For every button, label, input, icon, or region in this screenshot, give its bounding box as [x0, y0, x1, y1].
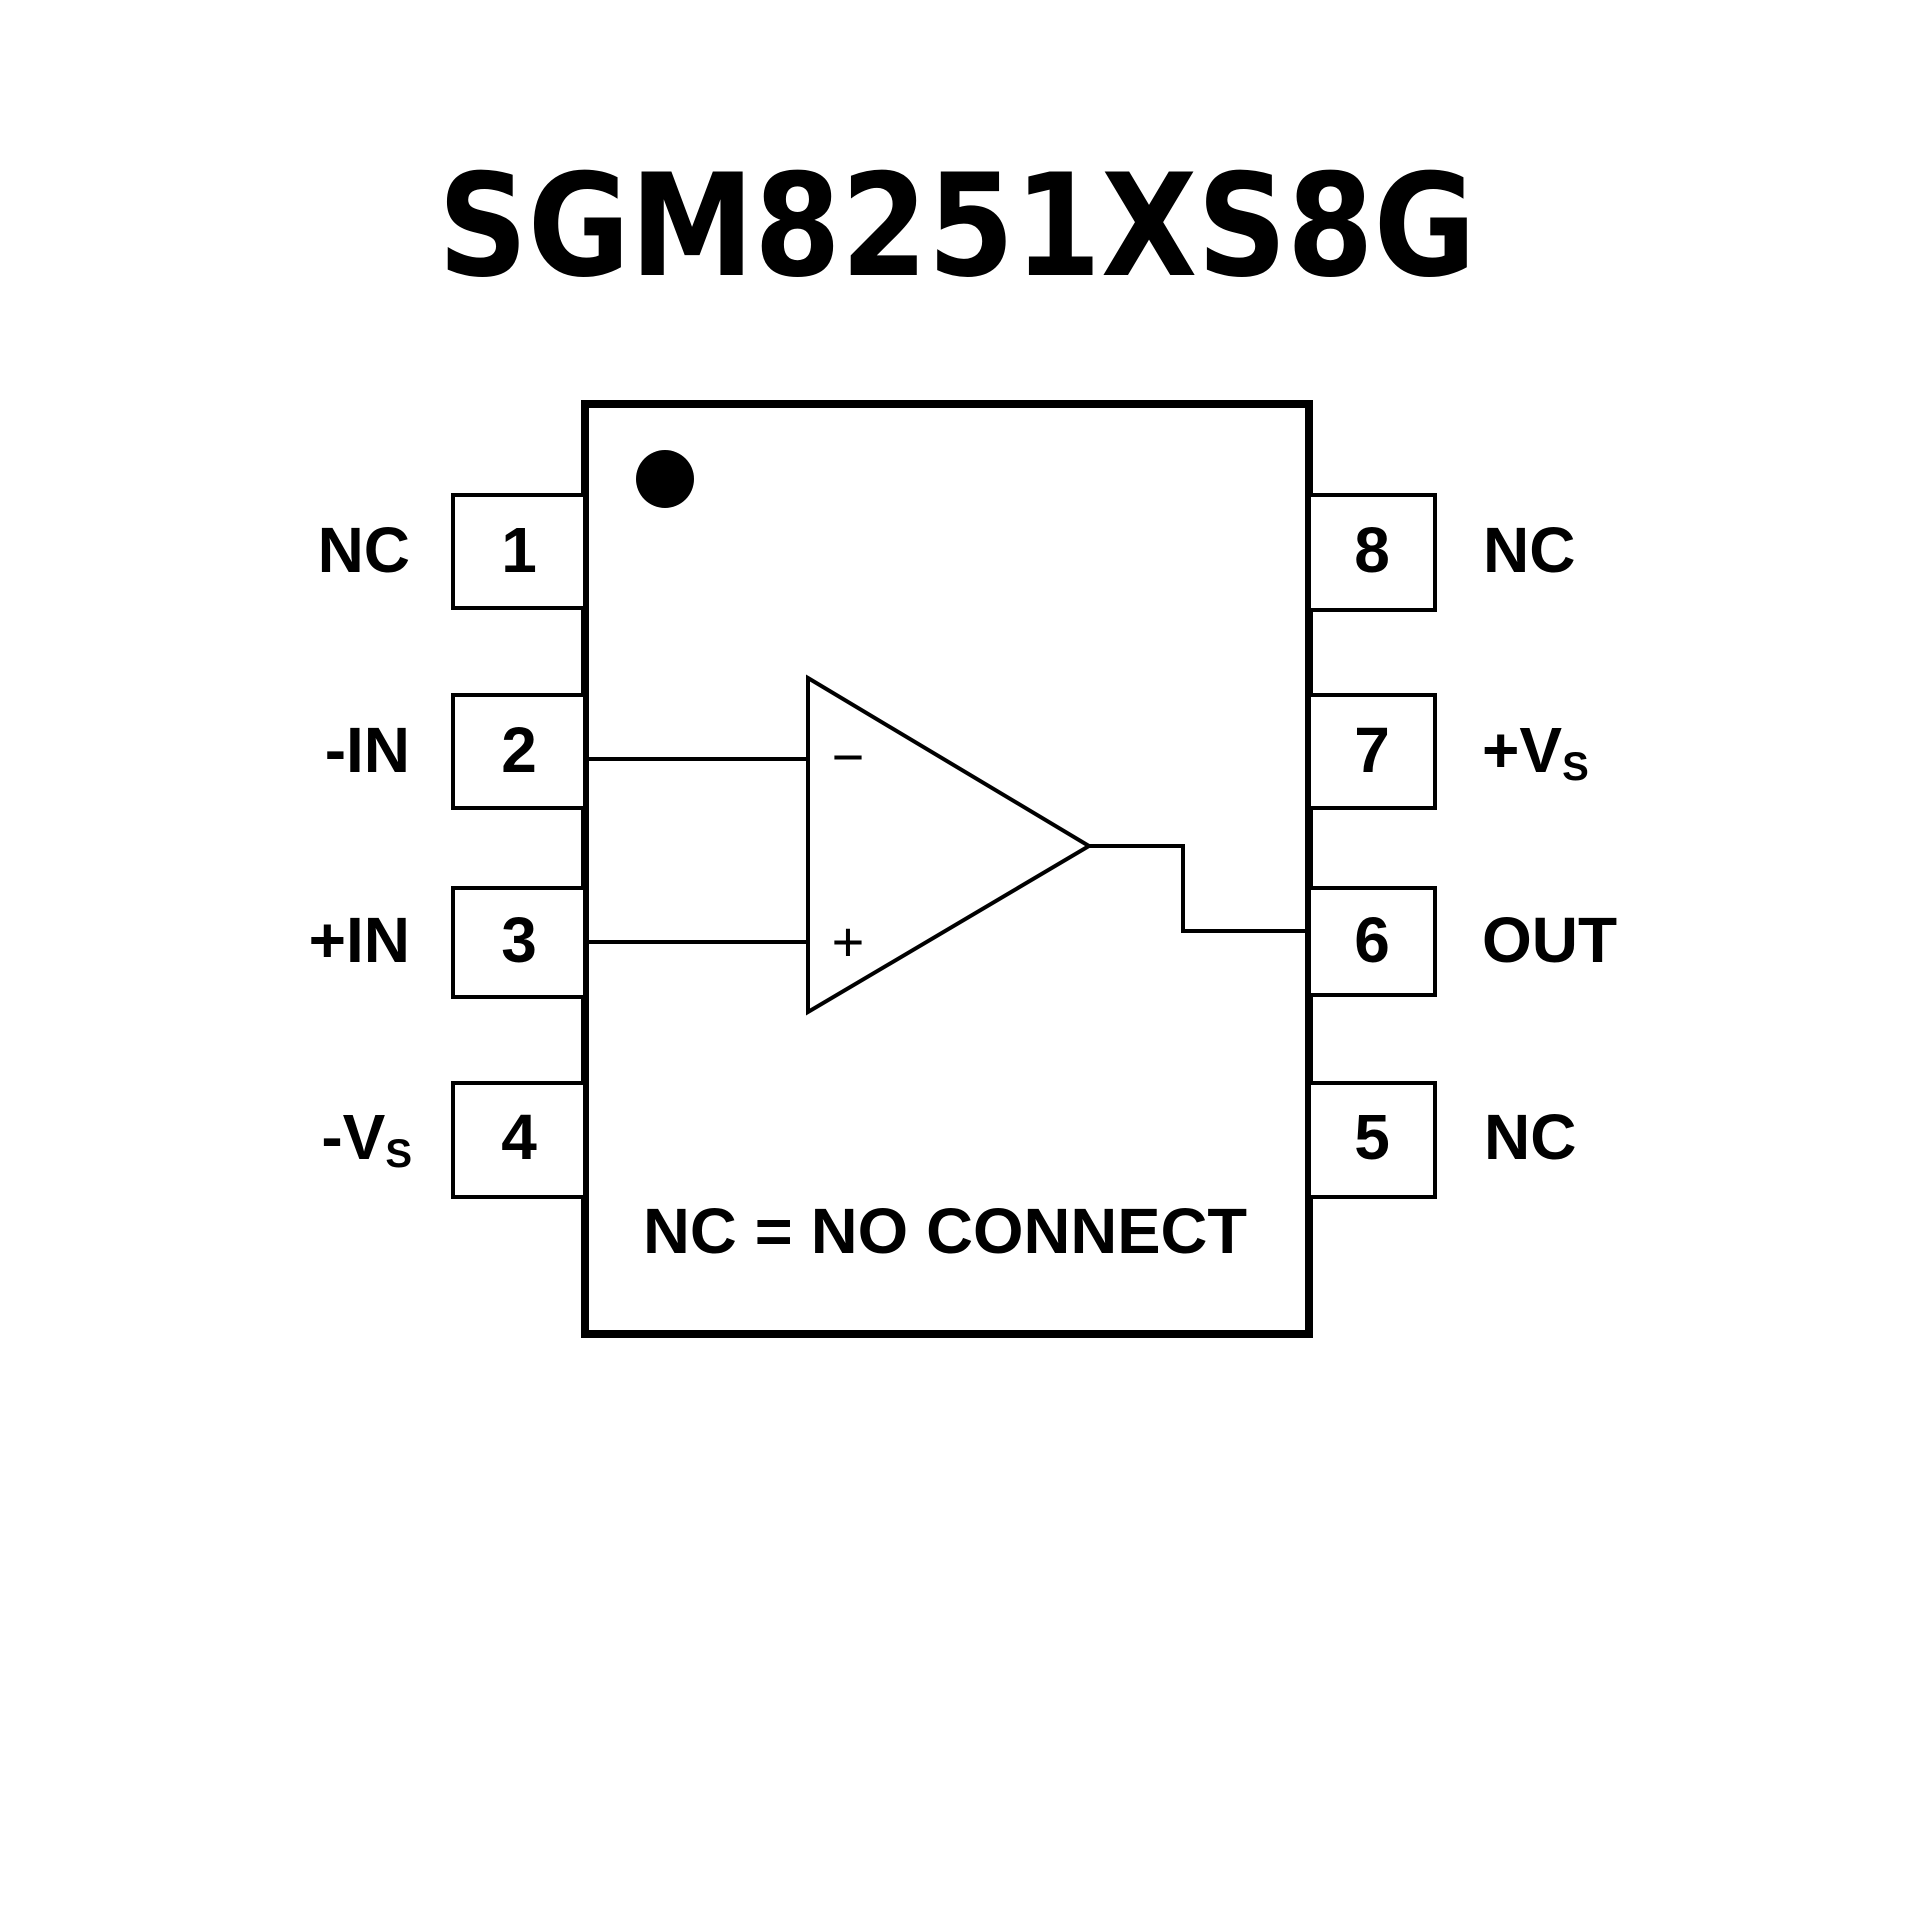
pin-5-number: 5	[1354, 1101, 1390, 1173]
pin-4-label: -VS	[321, 1101, 412, 1176]
pin-6: 6 OUT	[1307, 886, 1617, 997]
inverting-sign: −	[832, 725, 865, 788]
pin-8-pad	[1307, 493, 1437, 612]
pin-2-label-main: -IN	[325, 714, 410, 786]
output-wire	[1089, 844, 1305, 933]
pin-3: 3 +IN	[309, 886, 587, 999]
pin-1-number: 1	[501, 514, 537, 586]
pin-4: 4 -VS	[321, 1081, 587, 1199]
pin-3-pad	[451, 886, 587, 999]
pin-1: 1 NC	[318, 493, 587, 610]
pin-3-label-main: +IN	[309, 904, 410, 976]
pin-4-pad	[451, 1081, 587, 1199]
pin-1-label-main: NC	[318, 514, 410, 586]
pin-2-pad	[451, 693, 587, 810]
pin-5-pad	[1307, 1081, 1437, 1199]
pin-7-number: 7	[1354, 714, 1390, 786]
pin-8-number: 8	[1354, 514, 1390, 586]
pin-8-label: NC	[1483, 514, 1575, 586]
pin-3-label: +IN	[309, 904, 410, 976]
noninverting-sign: +	[832, 910, 865, 973]
pin-2: 2 -IN	[325, 693, 587, 810]
pin-6-label-main: OUT	[1482, 904, 1617, 976]
pin-5-label: NC	[1484, 1101, 1576, 1173]
pin-3-number: 3	[501, 904, 537, 976]
pin-6-number: 6	[1354, 904, 1390, 976]
pin-7: 7 +VS	[1307, 693, 1589, 810]
chip-title: SGM8251XS8G	[438, 144, 1476, 309]
pin-6-label: OUT	[1482, 904, 1617, 976]
pin-7-label-subscript: S	[1562, 745, 1589, 789]
pin-1-pad	[451, 493, 587, 610]
pin-4-label-main: -V	[321, 1101, 385, 1173]
pin-4-number: 4	[501, 1101, 537, 1173]
pin-8-label-main: NC	[1483, 514, 1575, 586]
pin-5: 5 NC	[1307, 1081, 1576, 1199]
pin-8: 8 NC	[1307, 493, 1575, 612]
pin-2-number: 2	[501, 714, 537, 786]
pin-7-pad	[1307, 693, 1437, 810]
pin-7-label: +VS	[1482, 714, 1589, 789]
op-amp-triangle	[806, 674, 1093, 1016]
pin1-indicator-dot	[636, 450, 694, 508]
pin-1-label: NC	[318, 514, 410, 586]
chip-body	[581, 400, 1313, 1338]
nc-legend: NC = NO CONNECT	[643, 1195, 1247, 1267]
pin-2-label: -IN	[325, 714, 410, 786]
pin-6-pad	[1307, 886, 1437, 997]
pin-7-label-main: +V	[1482, 714, 1562, 786]
pin-4-label-subscript: S	[385, 1132, 412, 1176]
pin-5-label-main: NC	[1484, 1101, 1576, 1173]
